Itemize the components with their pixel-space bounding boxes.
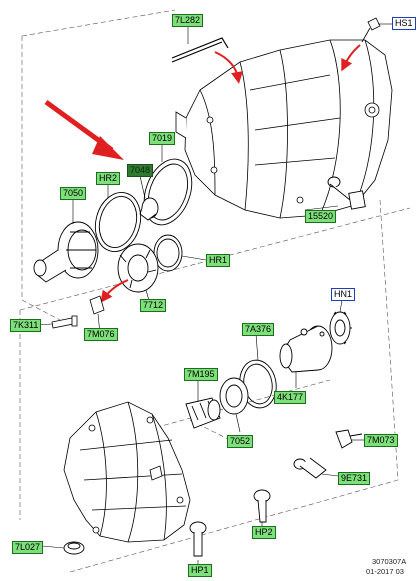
part-label-7m195[interactable]: 7M195 [184, 368, 218, 381]
clip-7m076 [89, 295, 105, 315]
flange-4k177 [279, 325, 333, 373]
part-label-7m073[interactable]: 7M073 [364, 434, 398, 447]
bolt-hp2 [253, 489, 271, 523]
sensor-15520 [327, 176, 366, 210]
part-label-hs1[interactable]: HS1 [392, 17, 416, 30]
part-label-15520[interactable]: 15520 [305, 210, 337, 223]
sensor-9e731 [293, 457, 327, 479]
part-label-7050[interactable]: 7050 [60, 187, 87, 200]
part-label-7712[interactable]: 7712 [140, 299, 167, 312]
plug-7l027 [63, 541, 85, 555]
nut-hn1 [329, 311, 352, 345]
l-bar-part [171, 37, 229, 63]
part-label-hr1[interactable]: HR1 [206, 254, 231, 267]
ring-hr2 [94, 192, 142, 252]
input-shaft-7050 [33, 221, 99, 283]
extension-housing [63, 401, 191, 543]
housing-7712 [117, 243, 159, 293]
part-label-7l282[interactable]: 7L282 [172, 14, 204, 27]
part-label-7019[interactable]: 7019 [149, 132, 176, 145]
part-label-hn1[interactable]: HN1 [331, 288, 356, 301]
part-label-hr2[interactable]: HR2 [96, 172, 121, 185]
red-arrow [44, 99, 124, 160]
part-label-hp2[interactable]: HP2 [252, 526, 276, 539]
part-label-hp1[interactable]: HP1 [188, 564, 212, 577]
bolt-7k311 [51, 315, 78, 329]
part-label-7048[interactable]: 7048 [127, 164, 154, 177]
part-label-7a376[interactable]: 7A376 [242, 323, 275, 336]
part-label-7k311[interactable]: 7K311 [10, 319, 42, 332]
part-label-7m076[interactable]: 7M076 [84, 328, 118, 341]
sensor-7m073 [335, 429, 363, 449]
diagram-reference-code: 3070307A [372, 557, 407, 566]
part-label-7052[interactable]: 7052 [227, 435, 254, 448]
part-label-9e731[interactable]: 9E731 [338, 472, 371, 485]
hs1-screw [361, 17, 381, 43]
part-label-4k177[interactable]: 4K177 [274, 391, 307, 404]
part-label-7l027[interactable]: 7L027 [12, 541, 44, 554]
leader-lines [35, 23, 392, 564]
bushing-7048 [139, 197, 159, 221]
transmission-case [175, 39, 393, 219]
ring-7019 [143, 158, 193, 226]
seal-7052 [219, 377, 249, 415]
bolt-hp1 [189, 521, 207, 557]
rotor-7m195 [185, 397, 221, 429]
diagram-date-code: 01-2017 03 [366, 567, 404, 576]
